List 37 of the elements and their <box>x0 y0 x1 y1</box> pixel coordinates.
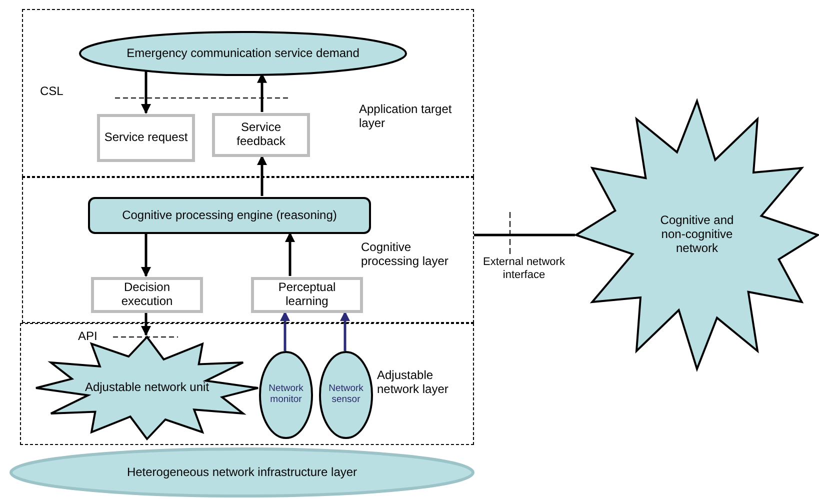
layer-panel <box>20 323 474 445</box>
node-label: Heterogeneous network infrastructure layer <box>126 466 358 480</box>
arrow <box>285 232 295 276</box>
process-box <box>91 277 203 313</box>
reference-label: CSL <box>40 84 64 98</box>
arrow <box>141 70 151 114</box>
ellipse-node <box>259 351 313 439</box>
node-label: Cognitive and non-cognitive network <box>659 214 735 256</box>
node-label: Perceptual learning <box>277 281 337 309</box>
process-box <box>97 114 195 162</box>
arrow <box>340 311 350 351</box>
node-label: Adjustable network unit <box>84 381 210 395</box>
node-label: Service request <box>103 131 189 145</box>
layer-label: Cognitive processing layer <box>361 240 450 269</box>
layer-panel <box>22 9 474 177</box>
engine-box <box>88 197 371 234</box>
node-label: Cognitive processing engine (reasoning) <box>121 208 338 222</box>
arrow <box>141 233 151 277</box>
node-label: Decision execution <box>120 281 174 309</box>
node-label: Emergency communication service demand <box>126 46 360 60</box>
process-box <box>251 277 363 313</box>
reference-label: API <box>78 329 98 343</box>
node-label: Service feedback <box>236 121 286 149</box>
connector-line <box>474 234 575 236</box>
layer-panel <box>22 177 474 323</box>
node-label: Network sensor <box>328 384 364 406</box>
layer-label: Adjustable network layer <box>377 368 450 397</box>
layer-label: Application target layer <box>359 102 453 131</box>
arrow <box>141 312 151 336</box>
node-label: Network monitor <box>268 384 304 406</box>
ellipse-node <box>319 351 373 439</box>
ellipse-node <box>79 31 407 76</box>
process-box <box>212 113 310 157</box>
arrow <box>257 155 267 196</box>
arrow <box>280 311 290 351</box>
ellipse-node <box>10 448 474 497</box>
starburst-node <box>575 100 819 370</box>
